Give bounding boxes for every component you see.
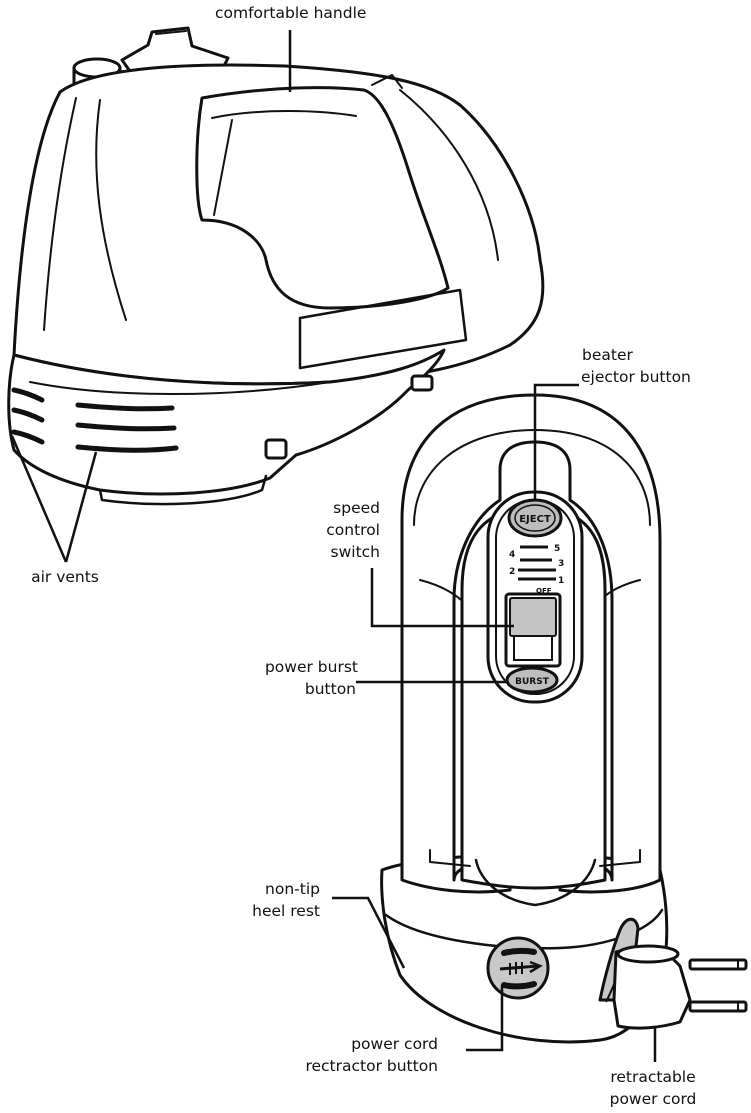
burst-button[interactable]: BURST [505, 666, 559, 694]
leader-lines [10, 30, 657, 1062]
mixer-side-view [7, 26, 545, 506]
label-power-burst-button: power burst button [238, 656, 358, 700]
label-beater-ejector-button: beater ejector button [581, 344, 691, 388]
speed-control-switch[interactable] [504, 592, 562, 668]
label-cord-line1: retractable [610, 1068, 696, 1086]
label-burst-line2: button [304, 680, 356, 698]
label-speed-line3: switch [330, 543, 380, 561]
speed-3-label: 3 [558, 559, 564, 569]
label-speed-line2: control [326, 521, 380, 539]
speed-1-label: 1 [558, 576, 564, 586]
power-plug[interactable] [598, 917, 748, 1030]
handle-opening [195, 86, 450, 310]
label-comfortable-handle: comfortable handle [215, 4, 367, 22]
speed-2-label: 2 [509, 567, 515, 577]
label-heel-line1: non-tip [265, 880, 320, 898]
label-air-vents: air vents [31, 568, 99, 586]
label-power-cord-retractor-button: power cord rectractor button [280, 1033, 438, 1077]
air-vent-slots [11, 387, 179, 453]
lower-housing [7, 348, 446, 496]
cord-retractor-button[interactable] [486, 936, 550, 1000]
label-beater-ejector-line2: ejector button [581, 368, 691, 386]
eject-button-label: EJECT [519, 514, 551, 525]
label-burst-line1: power burst [264, 658, 358, 676]
label-retractable-power-cord: retractable power cord [588, 1066, 718, 1110]
label-cord-line2: power cord [609, 1090, 697, 1108]
label-beater-ejector-line1: beater [582, 346, 633, 364]
label-retractor-line2: rectractor button [305, 1057, 438, 1075]
speed-4-label: 4 [509, 550, 515, 560]
label-speed-control-switch: speed control switch [300, 497, 380, 563]
label-retractor-line1: power cord [351, 1035, 438, 1053]
off-label: OFF [536, 587, 552, 595]
label-speed-line1: speed [333, 499, 380, 517]
label-heel-line2: heel rest [252, 902, 320, 920]
burst-button-label: BURST [515, 677, 550, 687]
speed-5-label: 5 [554, 544, 560, 554]
eject-button[interactable]: EJECT [507, 498, 563, 538]
mixer-frame [400, 393, 662, 894]
label-non-tip-heel-rest: non-tip heel rest [238, 878, 320, 922]
speed-scale [518, 545, 556, 581]
